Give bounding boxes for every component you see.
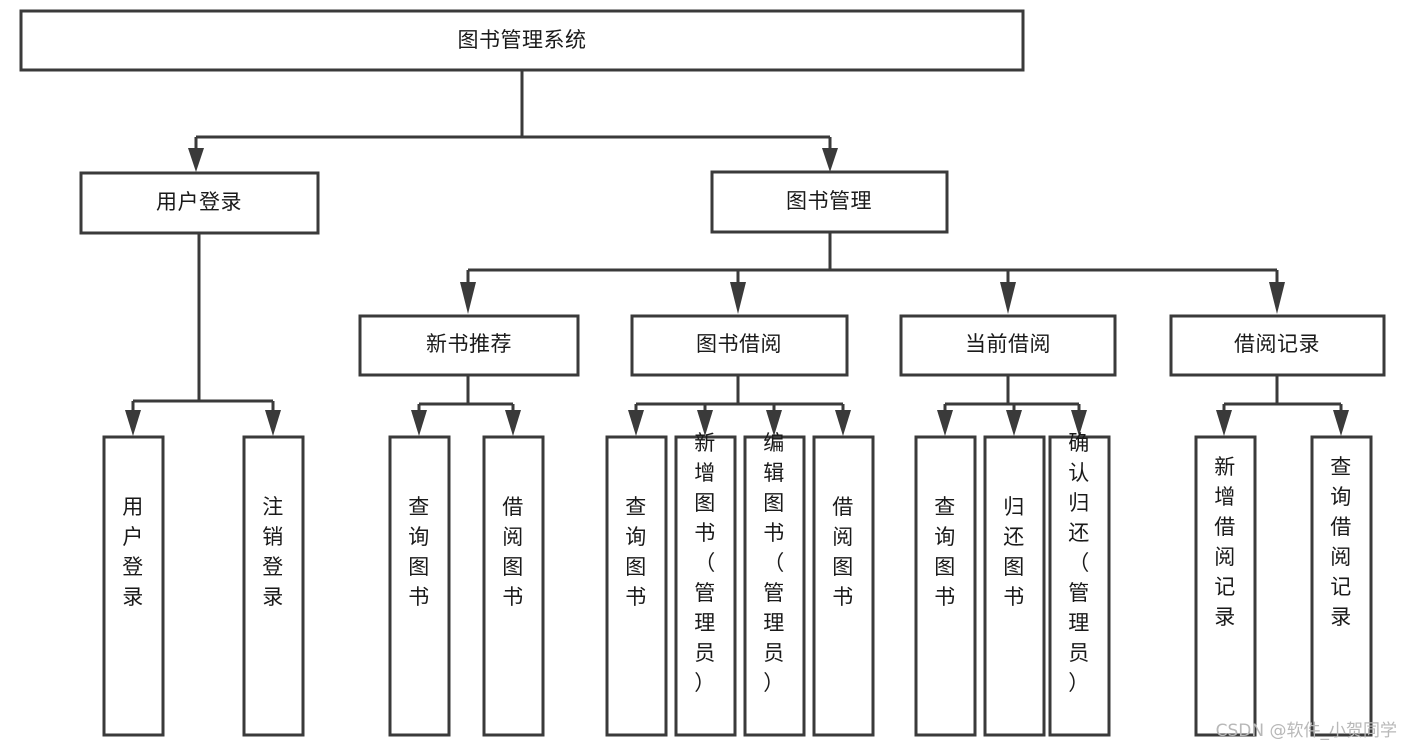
- arrow-head-leaf-query-book-2: [628, 410, 644, 436]
- arrow-head-leaf-borrow-book-2: [835, 410, 851, 436]
- leaf-borrow-book-1-label: 借阅图书: [502, 495, 524, 609]
- node-borrow-record[interactable]: 借阅记录: [1169, 314, 1386, 377]
- arrow-head-leaf-add-book-admin: [697, 410, 713, 436]
- node-new-book-recommend-box[interactable]: [358, 314, 580, 377]
- leaf-query-book-3[interactable]: 查询图书: [914, 435, 977, 737]
- leaf-logout-login[interactable]: 注销登录: [242, 435, 305, 737]
- node-user-login-box[interactable]: [79, 171, 320, 235]
- node-borrow-record-box[interactable]: [1169, 314, 1386, 377]
- node-current-borrow-label: 当前借阅: [965, 332, 1051, 356]
- node-current-borrow-box[interactable]: [899, 314, 1117, 377]
- leaf-edit-book-admin-box[interactable]: [743, 435, 806, 737]
- arrow-head-new-book-recommend: [460, 282, 476, 314]
- arrow-head-bookmanage: [822, 148, 838, 172]
- node-book-manage-label: 图书管理: [786, 189, 872, 213]
- node-current-borrow[interactable]: 当前借阅: [899, 314, 1117, 377]
- leaf-borrow-book-1[interactable]: 借阅图书: [482, 435, 545, 737]
- leaf-borrow-book-2-label: 借阅图书: [832, 495, 854, 609]
- leaf-return-book[interactable]: 归还图书: [983, 435, 1046, 737]
- leaf-return-book-label: 归还图书: [1003, 495, 1025, 609]
- node-root-box[interactable]: [19, 9, 1025, 72]
- leaf-query-book-2-label: 查询图书: [625, 495, 647, 609]
- leaf-borrow-book-2[interactable]: 借阅图书: [812, 435, 875, 737]
- leaf-query-borrow-record[interactable]: 查询借阅记录: [1310, 435, 1373, 737]
- leaf-edit-book-admin[interactable]: 编辑图书（管理员）: [743, 431, 806, 737]
- leaf-borrow-book-1-box[interactable]: [482, 435, 545, 737]
- node-root[interactable]: 图书管理系统: [19, 9, 1025, 72]
- leaf-return-book-box[interactable]: [983, 435, 1046, 737]
- node-book-borrow-label: 图书借阅: [696, 332, 782, 356]
- leaf-add-book-admin-box[interactable]: [674, 435, 737, 737]
- arrow-head-book-borrow: [730, 282, 746, 314]
- node-new-book-recommend[interactable]: 新书推荐: [358, 314, 580, 377]
- arrow-head-leaf-query-borrow-record: [1333, 410, 1349, 436]
- node-book-manage-box[interactable]: [710, 170, 949, 234]
- leaf-logout-login-box[interactable]: [242, 435, 305, 737]
- leaf-query-book-1-label: 查询图书: [408, 495, 430, 609]
- leaf-query-book-1-box[interactable]: [388, 435, 451, 737]
- arrow-head-userlogin: [188, 148, 204, 172]
- leaf-confirm-return-admin-label: 确认归还（管理员）: [1068, 431, 1090, 695]
- arrow-head-current-borrow: [1000, 282, 1016, 314]
- leaf-query-book-2-box[interactable]: [605, 435, 668, 737]
- csdn-watermark: CSDN @软件_小贺同学: [1215, 721, 1397, 741]
- leaf-confirm-return-admin[interactable]: 确认归还（管理员）: [1048, 431, 1111, 737]
- leaf-user-login-box[interactable]: [102, 435, 165, 737]
- leaf-query-book-1[interactable]: 查询图书: [388, 435, 451, 737]
- node-user-login[interactable]: 用户登录: [79, 171, 320, 235]
- arrow-head-leaf-logout-login: [265, 410, 281, 436]
- arrow-head-leaf-borrow-book-1: [505, 410, 521, 436]
- node-new-book-recommend-label: 新书推荐: [426, 332, 512, 356]
- leaf-add-book-admin[interactable]: 新增图书（管理员）: [674, 431, 737, 737]
- node-book-borrow[interactable]: 图书借阅: [630, 314, 849, 377]
- node-book-borrow-box[interactable]: [630, 314, 849, 377]
- leaf-add-borrow-record-label: 新增借阅记录: [1214, 455, 1236, 629]
- leaf-query-book-3-box[interactable]: [914, 435, 977, 737]
- arrow-head-leaf-confirm-return: [1071, 410, 1087, 436]
- leaf-add-book-admin-label: 新增图书（管理员）: [694, 431, 716, 695]
- leaf-edit-book-admin-label: 编辑图书（管理员）: [763, 431, 785, 695]
- arrow-head-leaf-return-book: [1006, 410, 1022, 436]
- arrow-head-leaf-query-book-3: [937, 410, 953, 436]
- node-book-manage[interactable]: 图书管理: [710, 170, 949, 234]
- arrow-head-leaf-query-book-1: [411, 410, 427, 436]
- leaf-query-book-2[interactable]: 查询图书: [605, 435, 668, 737]
- leaf-query-borrow-record-label: 查询借阅记录: [1330, 455, 1352, 629]
- leaf-query-borrow-record-box[interactable]: [1310, 435, 1373, 737]
- leaf-add-borrow-record[interactable]: 新增借阅记录: [1194, 435, 1257, 737]
- arrow-head-leaf-add-borrow-record: [1216, 410, 1232, 436]
- arrow-head-borrow-record: [1269, 282, 1285, 314]
- node-user-login-label: 用户登录: [156, 190, 242, 214]
- leaf-add-borrow-record-box[interactable]: [1194, 435, 1257, 737]
- leaf-confirm-return-admin-box[interactable]: [1048, 435, 1111, 737]
- leaf-user-login[interactable]: 用户登录: [102, 435, 165, 737]
- arrow-head-leaf-edit-book-admin: [766, 410, 782, 436]
- leaf-borrow-book-2-box[interactable]: [812, 435, 875, 737]
- leaf-query-book-3-label: 查询图书: [934, 495, 956, 609]
- connector-layer: [125, 70, 1349, 436]
- leaf-logout-login-label: 注销登录: [262, 495, 284, 609]
- node-borrow-record-label: 借阅记录: [1234, 332, 1320, 356]
- arrow-head-leaf-user-login: [125, 410, 141, 436]
- leaf-user-login-label: 用户登录: [122, 495, 144, 609]
- node-root-label: 图书管理系统: [458, 28, 587, 52]
